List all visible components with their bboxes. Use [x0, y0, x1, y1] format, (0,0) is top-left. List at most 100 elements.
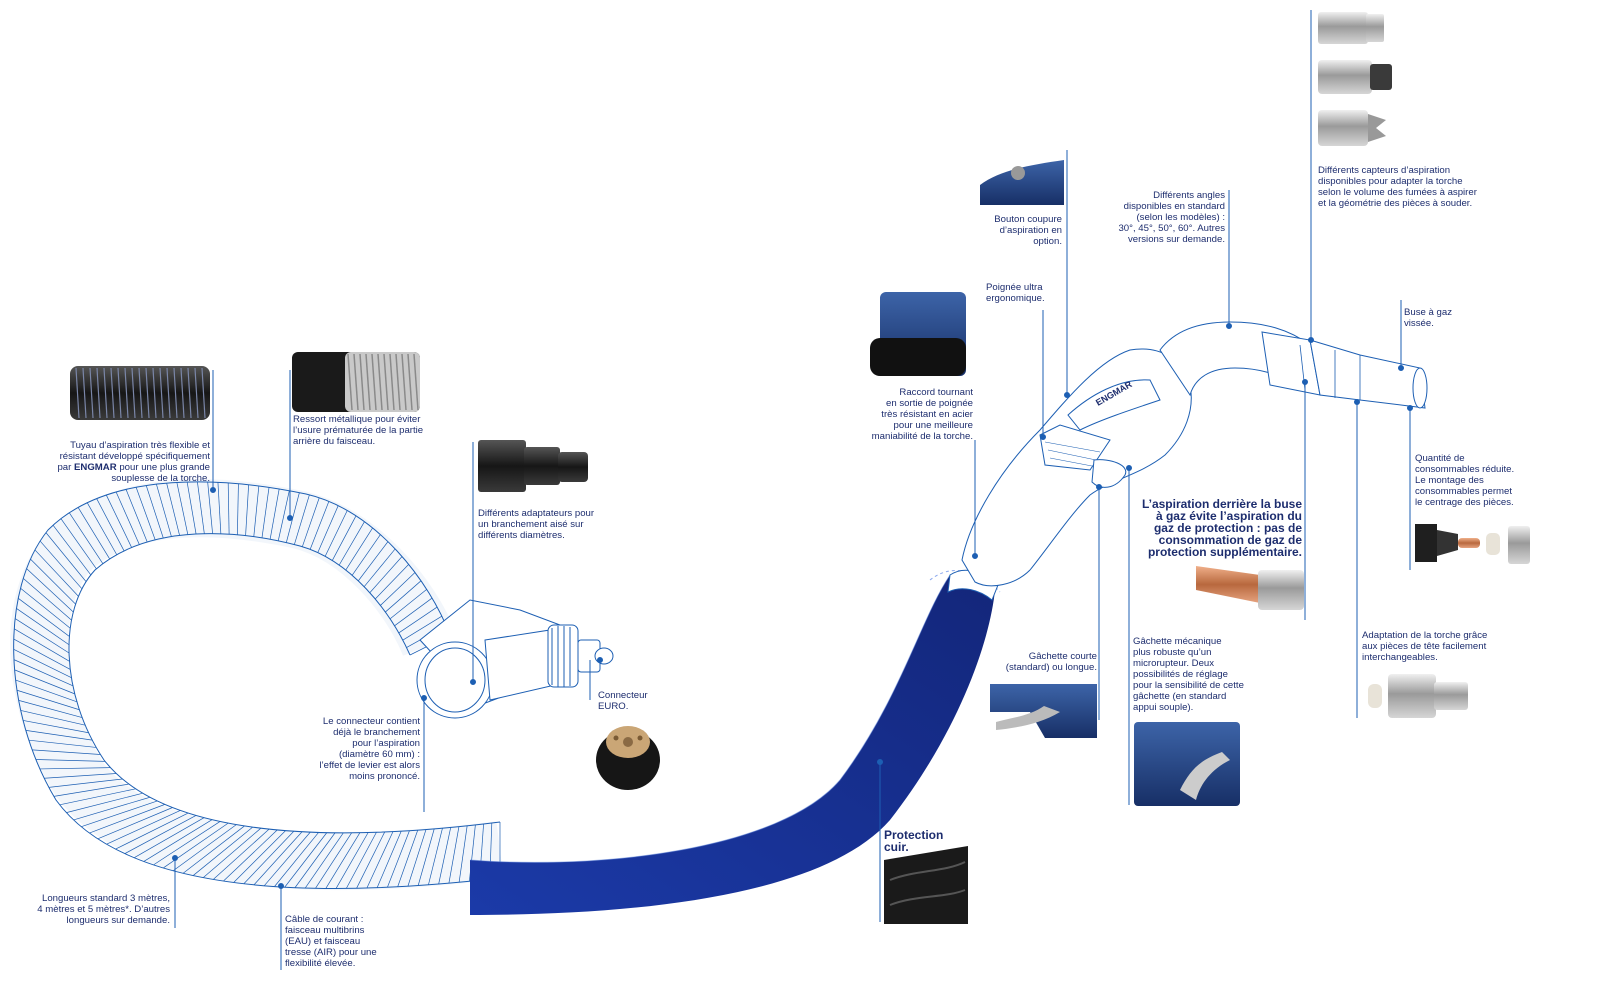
hose-rib	[25, 730, 93, 741]
hose-rib	[366, 831, 394, 889]
hose-rib	[315, 832, 352, 889]
hose-rib	[60, 518, 97, 570]
callout-lines	[172, 10, 1413, 970]
hose-rib	[192, 826, 253, 876]
corrugated-hose-photo	[70, 366, 210, 420]
hose-rib	[380, 572, 416, 606]
callout-adaptateurs: Différents adaptateurs pour un brancheme…	[478, 508, 595, 541]
callout-raccord: Raccord tournant en sortie de poignée tr…	[871, 387, 973, 442]
callout-adaptation: Adaptation de la torche grâce aux pièces…	[1362, 630, 1488, 663]
hose-rib	[97, 807, 173, 840]
hose-rib	[89, 804, 166, 834]
hose-rib	[397, 830, 419, 887]
hose-rib	[223, 829, 278, 882]
hose-rib	[376, 831, 402, 888]
hose-rib	[39, 767, 111, 770]
hose-rib	[374, 564, 409, 600]
hose-rib	[284, 832, 328, 888]
suction-hose	[10, 479, 504, 891]
callout-capteurs: Différents capteurs d’aspiration disponi…	[1318, 165, 1477, 209]
hose-rib	[448, 826, 460, 884]
hose-rib	[20, 710, 86, 726]
metal-spring-photo	[292, 352, 420, 412]
callout-poignee: Poignée ultra ergonomique.	[986, 282, 1045, 304]
hose-rib	[16, 689, 80, 711]
hose-rib	[346, 832, 377, 889]
hose-rib	[52, 525, 92, 576]
hose-rib	[335, 832, 369, 889]
hose-rib	[182, 825, 245, 874]
hose-rib	[438, 827, 452, 885]
swivel-joint-photo	[870, 292, 966, 376]
adapters-photo	[478, 440, 588, 492]
hose-rib	[407, 829, 427, 887]
hose-rib	[302, 497, 320, 547]
hose-rib	[59, 788, 136, 806]
callout-aspiration-buse: L’aspiration derrière la buse à gaz évit…	[1141, 497, 1302, 559]
hose-rib	[69, 512, 104, 564]
hose-rib	[18, 598, 70, 637]
mechanical-trigger-photo	[1134, 722, 1240, 806]
hose-rib	[86, 502, 118, 555]
hose-rib	[345, 527, 373, 571]
hose-rib	[304, 832, 344, 889]
hose-rib	[20, 588, 71, 629]
hose-rib	[172, 824, 237, 872]
hose-rib	[317, 505, 339, 553]
hose-rib	[48, 778, 123, 788]
hose-rib	[253, 831, 303, 886]
hose-rib	[237, 483, 239, 535]
callout-gachette-mecanique: Gâchette mécanique plus robuste qu’un mi…	[1133, 636, 1244, 713]
button-photo	[980, 160, 1064, 205]
hose-rib	[197, 481, 205, 534]
hose-rib	[53, 783, 130, 797]
hose-rib	[357, 541, 389, 582]
hose-rib	[176, 482, 189, 535]
hose-rib	[106, 810, 181, 845]
hose-rib	[389, 589, 427, 620]
hose-rib	[77, 507, 110, 560]
euro-connector	[416, 599, 614, 719]
hose-rib	[81, 800, 158, 828]
callout-ressort: Ressort métallique pour éviter l’usure p…	[293, 414, 424, 447]
hose-rib	[32, 749, 101, 755]
hose-rib	[73, 796, 151, 821]
callout-quantite: Quantité de consommables réduite. Le mon…	[1415, 453, 1515, 508]
hose-rib	[18, 700, 83, 718]
hose-rib	[156, 484, 172, 537]
hose-rib	[44, 773, 117, 779]
hose-rib	[13, 649, 72, 678]
callout-angles: Différents angles disponibles en standar…	[1118, 190, 1225, 245]
hose-rib	[166, 483, 180, 536]
hose-rib	[398, 606, 438, 634]
hose-rib	[23, 578, 72, 621]
consumables-photo	[1415, 524, 1530, 564]
hose-rib	[309, 501, 330, 550]
callout-tuyau: Tuyau d’aspiration très flexible et rési…	[20, 440, 210, 484]
hose-rib	[331, 515, 357, 561]
hose-rib	[294, 494, 310, 545]
callout-gachette-courte: Gâchette courte (standard) ou longue.	[1005, 651, 1097, 673]
callout-buse: Buse à gaz vissée.	[1404, 307, 1453, 329]
hose-rib	[13, 659, 74, 687]
hose-rib	[338, 521, 365, 566]
hose-rib	[324, 510, 348, 557]
hose-rib	[14, 669, 75, 695]
hose-rib	[394, 597, 433, 627]
hose-rib	[106, 494, 132, 548]
capteurs-photos	[1318, 12, 1392, 146]
hose-rib	[13, 638, 71, 670]
hose-rib	[458, 825, 468, 883]
short-trigger-photo	[990, 684, 1097, 738]
hose-rib	[385, 580, 422, 613]
hose-rib	[145, 485, 164, 539]
hose-rib	[363, 548, 396, 587]
hose-rib	[125, 489, 148, 543]
hose-rib	[34, 549, 79, 597]
hose-rib	[153, 821, 221, 866]
hose-rib	[16, 608, 70, 646]
hose-rib	[143, 819, 213, 862]
hose-rib	[233, 830, 286, 883]
hose-rib	[369, 556, 403, 593]
